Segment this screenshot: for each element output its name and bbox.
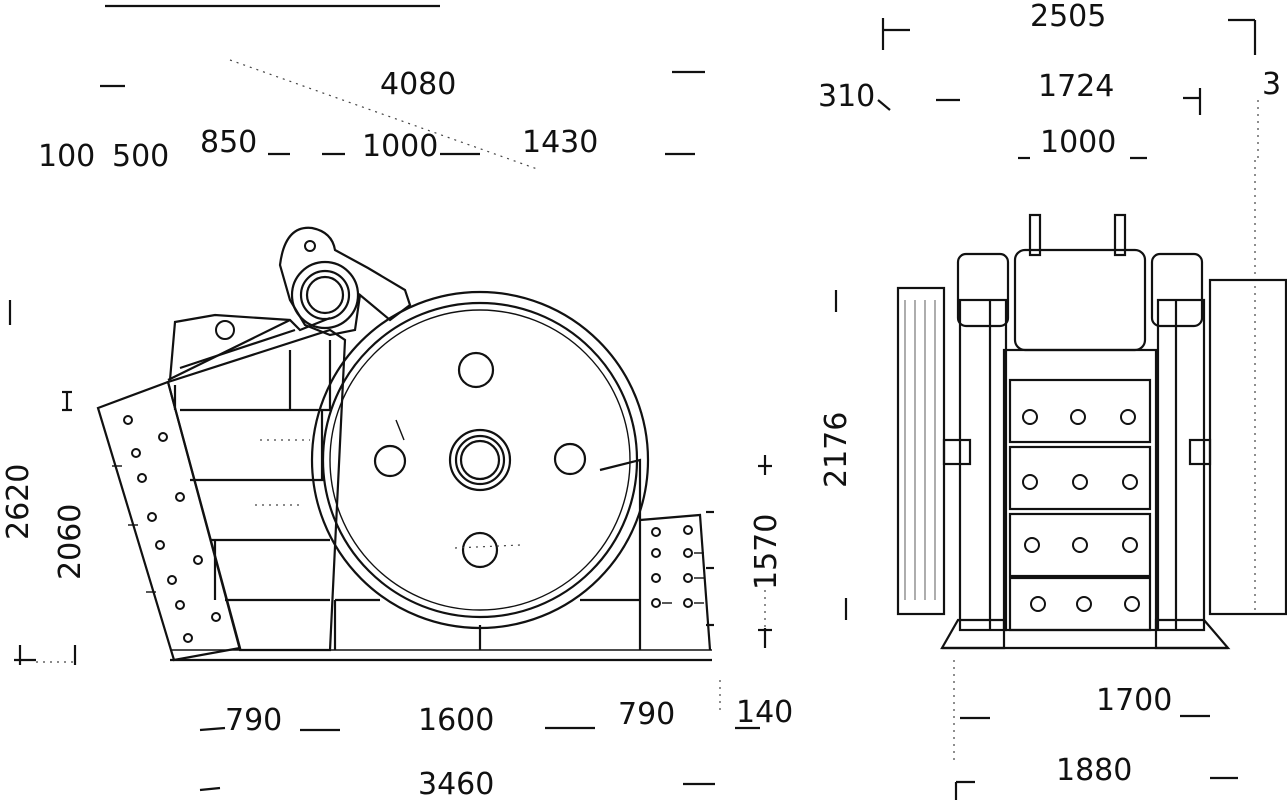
dim-end-opening-1000: 1000 xyxy=(1040,125,1117,160)
outlet-plate xyxy=(599,458,714,651)
bottom-dim-ticks xyxy=(199,680,760,792)
outlet-dim-ticks xyxy=(758,455,772,648)
dim-end-cut-off-3: 3 xyxy=(1262,67,1282,102)
dim-end-offset-310: 310 xyxy=(818,79,876,114)
frame-body xyxy=(166,328,640,652)
dim-bottom-1600: 1600 xyxy=(418,703,495,738)
dim-seg-1430: 1430 xyxy=(522,125,599,160)
end-flywheel-right xyxy=(1188,278,1287,616)
end-view xyxy=(834,18,1287,800)
end-top-dim-ticks xyxy=(877,18,1259,610)
end-bottom-dim-ticks xyxy=(953,660,1238,800)
outlet-plate-bolts xyxy=(651,525,704,608)
dim-end-width-1724: 1724 xyxy=(1038,69,1115,104)
end-vertical-dim-ticks xyxy=(834,290,848,620)
dim-inlet-height-2060: 2060 xyxy=(53,503,88,580)
inlet-plate-bolts xyxy=(112,415,221,643)
top-dim-ticks xyxy=(100,59,705,171)
dim-seg-1000: 1000 xyxy=(362,129,439,164)
end-base xyxy=(940,618,1231,650)
end-flywheel-left xyxy=(896,286,972,616)
dim-end-base-1880: 1880 xyxy=(1056,753,1133,788)
dim-seg-100: 100 xyxy=(38,139,96,174)
left-dim-ticks xyxy=(8,300,77,665)
dim-end-base-1700: 1700 xyxy=(1096,683,1173,718)
dim-base-3460: 3460 xyxy=(418,767,495,802)
dim-bottom-left-790: 790 xyxy=(225,703,283,738)
eccentric-housing xyxy=(167,226,412,381)
dim-bottom-right-790: 790 xyxy=(618,697,676,732)
dim-overall-height-2620: 2620 xyxy=(1,463,36,540)
dim-bottom-140: 140 xyxy=(736,695,794,730)
dim-outlet-height-1570: 1570 xyxy=(749,513,784,590)
dim-seg-500: 500 xyxy=(112,139,170,174)
side-view xyxy=(8,4,772,792)
dim-seg-850: 850 xyxy=(200,125,258,160)
dim-end-overall-width-2505: 2505 xyxy=(1030,0,1107,34)
flywheel xyxy=(310,290,650,630)
dim-end-height-2176: 2176 xyxy=(819,411,854,488)
end-jaw-plates xyxy=(1008,378,1152,632)
dim-overall-length: 4080 xyxy=(380,67,457,102)
